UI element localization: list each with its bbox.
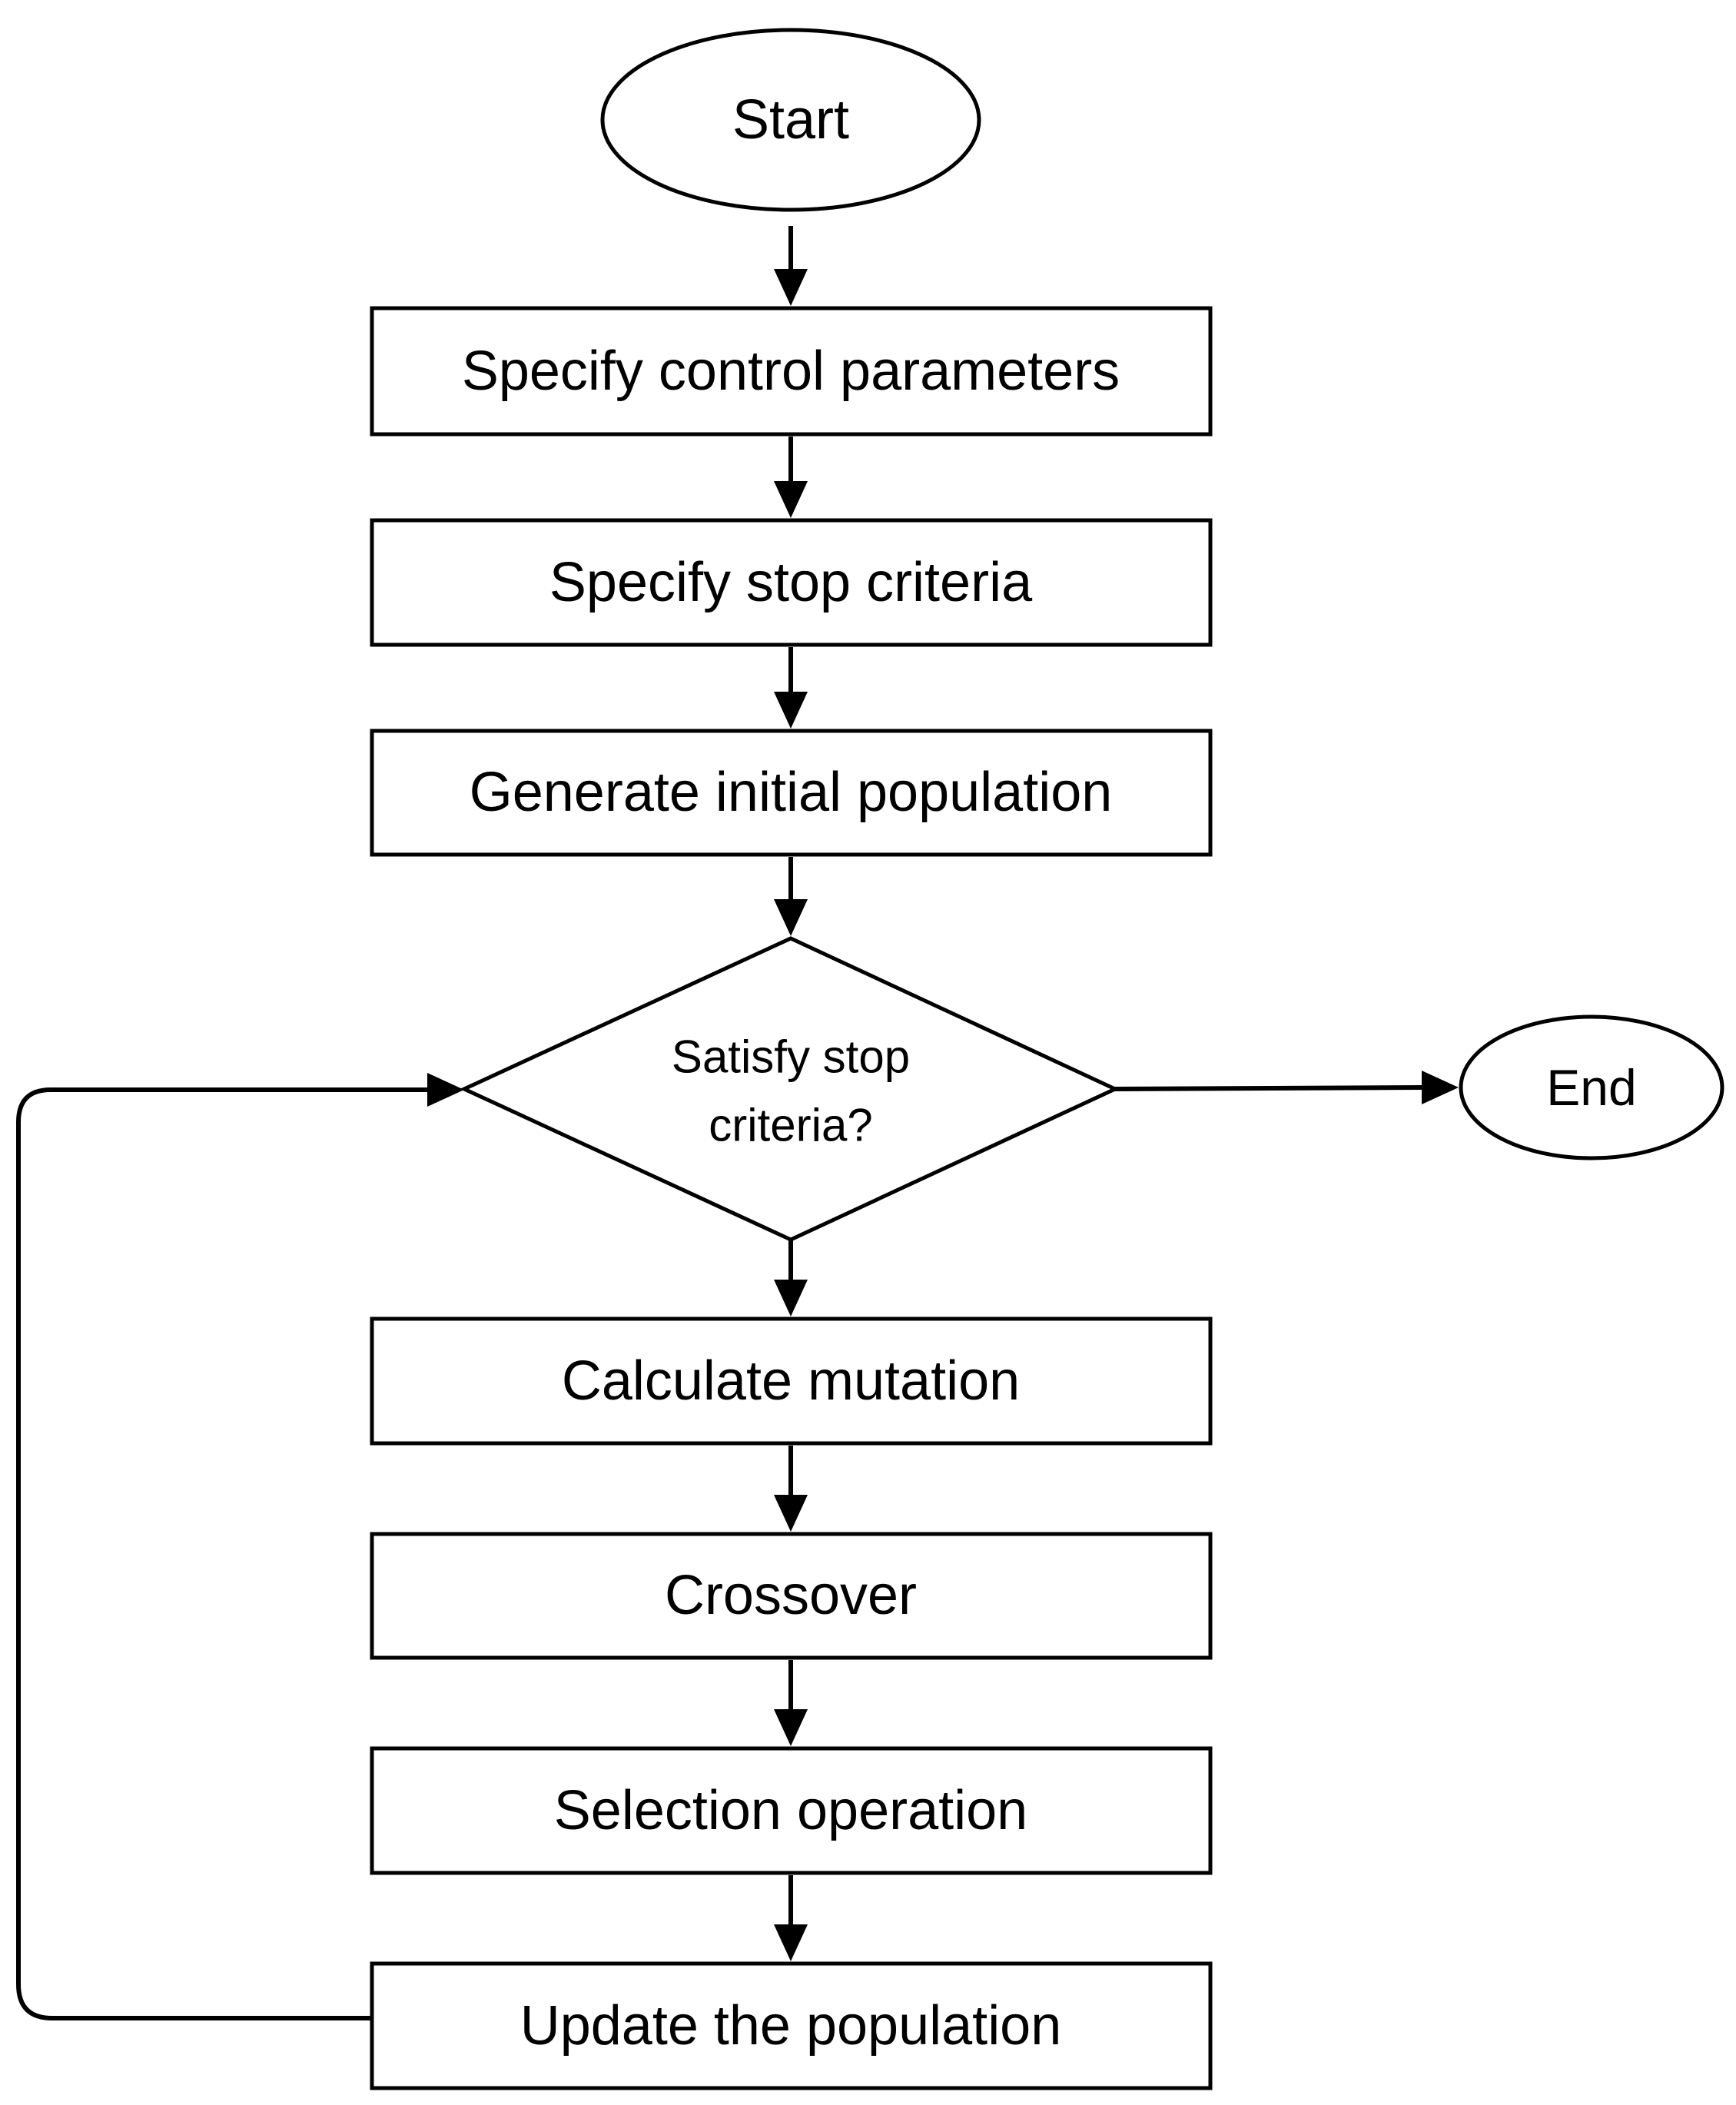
satisfy-stop-criteria-decision: Satisfy stop criteria? xyxy=(460,936,1120,1242)
specify-stop-criteria-label: Specify stop criteria xyxy=(549,552,1033,613)
start-label: Start xyxy=(732,89,849,151)
feedback-loop-arrow xyxy=(16,1073,464,2020)
crossover-node: Crossover xyxy=(370,1532,1213,1660)
selection-operation-label: Selection operation xyxy=(554,1780,1027,1841)
update-population-label: Update the population xyxy=(520,1995,1062,2057)
decision-label-line1: Satisfy stop xyxy=(672,1031,910,1083)
specify-control-parameters-label: Specify control parameters xyxy=(462,340,1120,402)
selection-operation-node: Selection operation xyxy=(370,1746,1213,1875)
calculate-mutation-label: Calculate mutation xyxy=(562,1350,1020,1412)
arrow-control-to-stop xyxy=(774,437,808,518)
crossover-label: Crossover xyxy=(665,1565,917,1626)
generate-initial-population-node: Generate initial population xyxy=(370,729,1213,857)
generate-initial-population-label: Generate initial population xyxy=(470,762,1113,823)
arrow-stop-to-generate xyxy=(774,647,808,729)
arrow-selection-to-update xyxy=(774,1875,808,1961)
end-label: End xyxy=(1546,1059,1636,1116)
arrow-generate-to-decision xyxy=(774,857,808,936)
arrow-crossover-to-selection xyxy=(774,1660,808,1746)
arrow-start-to-control xyxy=(774,226,808,306)
start-node: Start xyxy=(600,28,981,212)
update-population-node: Update the population xyxy=(370,1961,1213,2090)
specify-control-parameters-node: Specify control parameters xyxy=(370,306,1213,437)
arrow-mutation-to-crossover xyxy=(774,1446,808,1532)
specify-stop-criteria-node: Specify stop criteria xyxy=(370,518,1213,647)
arrow-decision-to-mutation xyxy=(774,1240,808,1316)
end-node: End xyxy=(1459,1014,1724,1160)
arrow-decision-to-end xyxy=(1114,1071,1459,1104)
calculate-mutation-node: Calculate mutation xyxy=(370,1316,1213,1446)
decision-label-line2: criteria? xyxy=(709,1100,872,1151)
